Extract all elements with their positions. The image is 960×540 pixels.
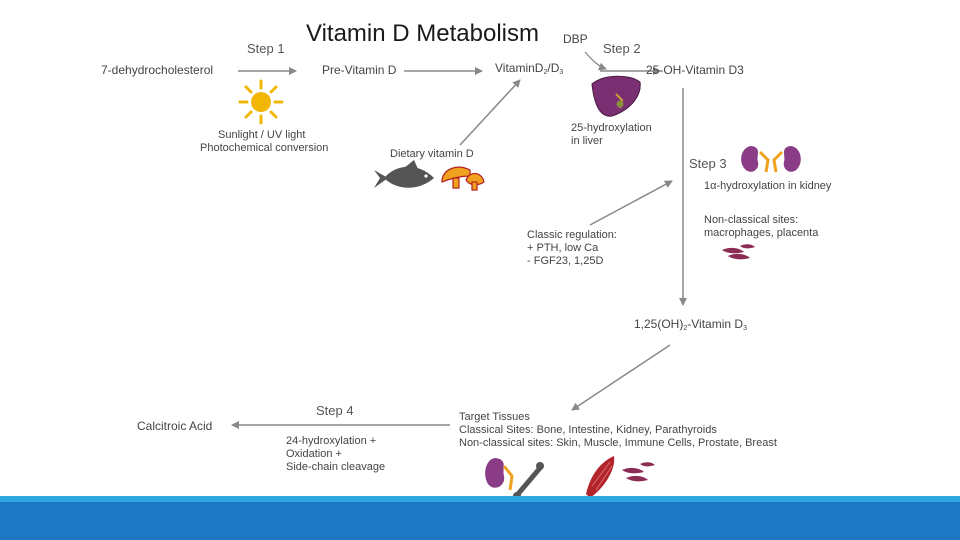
note-kidney: 1α-hydroxylation in kidney — [704, 180, 832, 192]
note-step-4: 24-hydroxylation + Oxidation + Side-chai… — [286, 435, 386, 473]
arrow-oh2-to-targets — [571, 344, 671, 411]
node-vitamin-d2-d3: VitaminD2/D3 — [495, 61, 564, 77]
sun-icon — [238, 79, 284, 125]
note-liver: 25-hydroxylation in liver — [571, 122, 652, 147]
node-1-25-oh2-vitamin-d3: 1,25(OH)2-Vitamin D3 — [634, 317, 747, 333]
node-pre-vitamin-d: Pre-Vitamin D — [322, 63, 397, 77]
footer-bar — [0, 502, 960, 540]
node-7-dehydrocholesterol: 7-dehydrocholesterol — [101, 63, 214, 77]
step-4-label: Step 4 — [316, 403, 354, 418]
node-25-oh-vitamin-d3: 25-OH-Vitamin D3 — [646, 63, 744, 77]
kidney-icon — [741, 146, 801, 173]
muscle-icon — [586, 456, 615, 498]
bone-icon — [513, 462, 544, 500]
immune-cells-icon — [722, 244, 755, 260]
note-sunlight: Sunlight / UV light Photochemical conver… — [200, 129, 329, 154]
page-title: Vitamin D Metabolism — [306, 20, 539, 47]
note-non-classical-sites: Non-classical sites: macrophages, placen… — [704, 214, 819, 239]
note-target-tissues: Target Tissues Classical Sites: Bone, In… — [459, 411, 777, 449]
step-3-label: Step 3 — [689, 156, 727, 171]
node-calcitroic-acid: Calcitroic Acid — [137, 419, 213, 433]
note-classic-regulation: Classic regulation: + PTH, low Ca - FGF2… — [527, 229, 617, 267]
liver-icon — [591, 75, 641, 117]
node-dbp: DBP — [563, 32, 588, 46]
arrow-regulation-to-kidney — [589, 180, 673, 226]
footer-accent-bar — [0, 496, 960, 502]
fish-icon — [374, 160, 434, 188]
step-1-label: Step 1 — [247, 41, 285, 56]
kidney-bottom-icon — [485, 458, 514, 491]
arrow-dietary-to-vitd — [459, 79, 521, 146]
step-2-label: Step 2 — [603, 41, 641, 56]
note-dietary: Dietary vitamin D — [390, 148, 474, 160]
arrow-dbp-curve — [584, 51, 607, 71]
mushroom-icon — [441, 166, 485, 191]
immune-cells-bottom-icon — [622, 462, 655, 482]
